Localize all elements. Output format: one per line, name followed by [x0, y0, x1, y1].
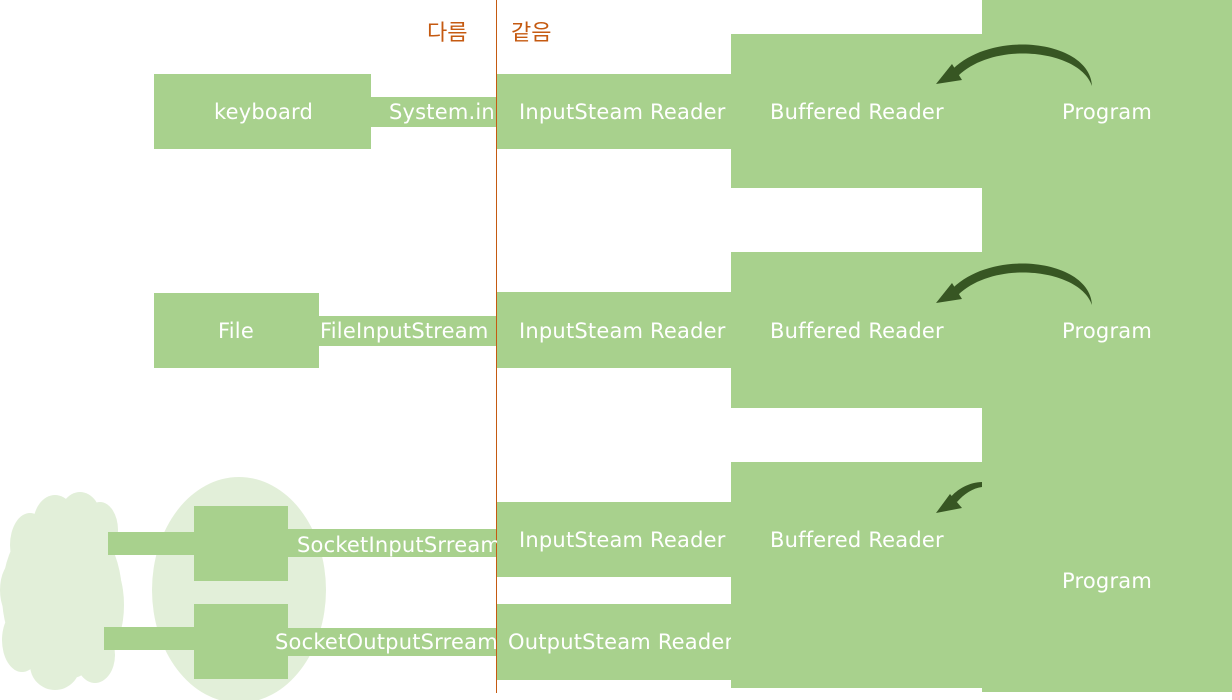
reader-box [497, 74, 732, 149]
program-label: Program [1062, 100, 1153, 124]
stream-label-system-in: System.in [389, 100, 495, 124]
header-different: 다름 [427, 21, 468, 46]
reader-label: InputSteam Reader [519, 528, 726, 552]
output-reader-box [497, 604, 740, 680]
program-box [982, 0, 1232, 250]
stream-label-socketinput: SocketInputSrream [297, 533, 502, 557]
program-label: Program [1062, 569, 1153, 593]
reader-label: InputSteam Reader [519, 319, 726, 343]
program-box [982, 430, 1232, 692]
curved-arrow-icon [936, 263, 1092, 305]
stream-connector [319, 316, 496, 346]
socket-out-box [194, 604, 288, 679]
output-reader-label: OutputSteam Reader [508, 630, 734, 654]
cloud-icon [0, 492, 124, 690]
curved-arrow-icon [936, 482, 982, 513]
buffered-box [731, 34, 983, 188]
buffered-label: Buffered Reader [770, 100, 944, 124]
stream-connector [288, 628, 496, 656]
header-same: 같음 [511, 21, 552, 46]
curved-arrow-icon [936, 44, 1092, 86]
reader-box [497, 502, 732, 577]
reader-box [497, 292, 732, 368]
reader-label: InputSteam Reader [519, 100, 726, 124]
buffered-box [731, 252, 983, 408]
program-box [982, 218, 1232, 462]
stream-connector [288, 529, 496, 557]
buffered-box [731, 462, 983, 688]
program-label: Program [1062, 319, 1153, 343]
buffered-label: Buffered Reader [770, 528, 944, 552]
stream-label-socketoutput: SocketOutputSrream [275, 630, 498, 654]
socket-in-box [194, 506, 288, 581]
stream-connector [371, 97, 496, 127]
source-box-file [154, 293, 319, 368]
buffered-label: Buffered Reader [770, 319, 944, 343]
source-label-keyboard: keyboard [214, 100, 314, 124]
socket-in-connector [108, 532, 196, 555]
source-box-keyboard [154, 74, 371, 149]
divider-line [496, 0, 497, 693]
source-label-file: File [218, 319, 254, 343]
socket-out-connector [104, 627, 196, 650]
stream-label-fileinputstream: FileInputStream [320, 319, 489, 343]
